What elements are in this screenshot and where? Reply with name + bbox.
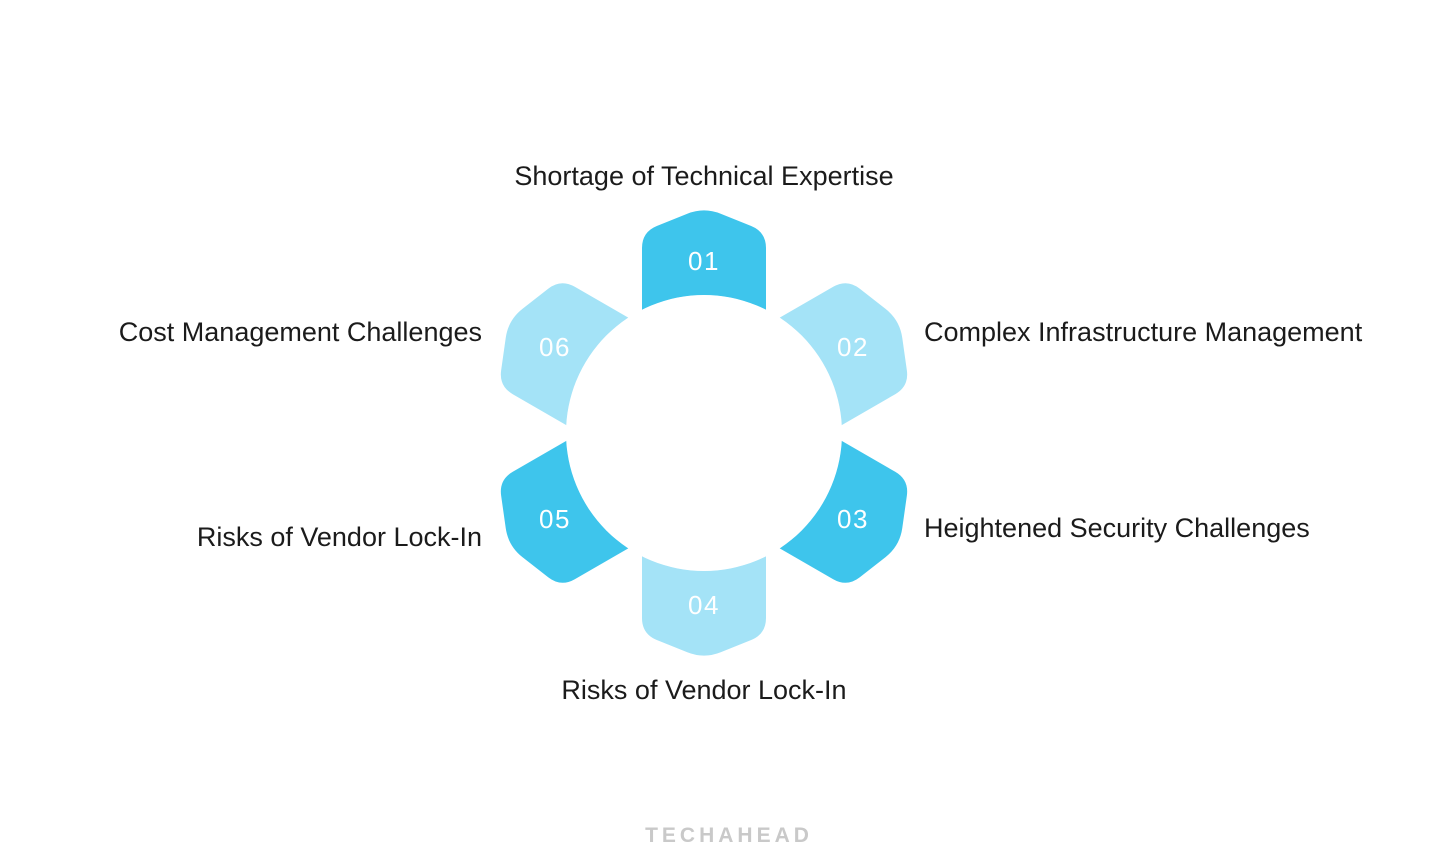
label-complex-infrastructure-management: Complex Infrastructure Management — [924, 316, 1363, 347]
petal-number-05: 05 — [539, 504, 571, 534]
petal-number-01: 01 — [688, 246, 720, 276]
petal-number-03: 03 — [837, 504, 869, 534]
petal-number-02: 02 — [837, 332, 869, 362]
label-risks-of-vendor-lock-in-left: Risks of Vendor Lock-In — [196, 521, 482, 552]
petal-number-06: 06 — [539, 332, 571, 362]
label-shortage-of-technical-expertise: Shortage of Technical Expertise — [514, 160, 894, 191]
petal-number-04: 04 — [688, 590, 720, 620]
techahead-logo: TECHAHEAD — [645, 824, 813, 847]
label-risks-of-vendor-lock-in-bottom: Risks of Vendor Lock-In — [561, 674, 847, 705]
label-heightened-security-challenges: Heightened Security Challenges — [924, 512, 1310, 543]
label-cost-management-challenges: Cost Management Challenges — [118, 316, 482, 347]
center-circle — [566, 295, 842, 571]
